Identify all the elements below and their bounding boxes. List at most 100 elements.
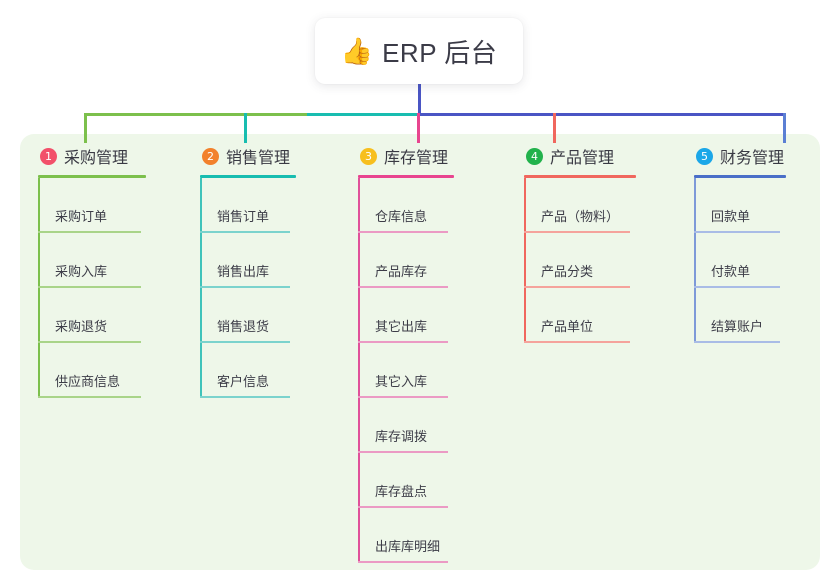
branch-item[interactable]: 仓库信息: [358, 178, 454, 233]
branch-item-label: 销售出库: [217, 264, 270, 279]
branch-item-label: 采购退货: [55, 319, 108, 334]
branch-header-5[interactable]: 5 财务管理: [694, 144, 786, 168]
branch-header-rule: [358, 175, 454, 178]
branch-item[interactable]: 付款单: [694, 233, 786, 288]
branch-title: 库存管理: [384, 150, 449, 167]
branch-item[interactable]: 结算账户: [694, 288, 786, 343]
branch-item-label: 付款单: [711, 264, 751, 279]
branch-spine: [200, 178, 202, 398]
branch-item-rule: [200, 341, 290, 343]
drop-connector-4: [553, 113, 556, 143]
branch-item-rule: [358, 341, 448, 343]
branch-item-rule: [200, 286, 290, 288]
branch-header-1[interactable]: 1 采购管理: [38, 144, 146, 168]
branch-item[interactable]: 销售退货: [200, 288, 296, 343]
bus-line-green: [84, 113, 309, 116]
branch-number-badge: 1: [40, 147, 57, 165]
branch-item[interactable]: 客户信息: [200, 343, 296, 398]
branch-item-rule: [524, 231, 630, 233]
branch-item[interactable]: 回款单: [694, 178, 786, 233]
branch-header-rule: [200, 175, 296, 178]
branch-item-label: 其它出库: [375, 319, 428, 334]
branch-item[interactable]: 销售订单: [200, 178, 296, 233]
branch-item-rule: [524, 286, 630, 288]
branch-items: 销售订单销售出库销售退货客户信息: [200, 178, 296, 398]
branch-items: 产品（物料） 产品分类产品单位: [524, 178, 636, 343]
branch-spine: [358, 178, 360, 563]
branch-number-badge: 3: [360, 147, 377, 165]
branch-item[interactable]: 库存调拨: [358, 398, 454, 453]
branch-item-label: 采购订单: [55, 209, 108, 224]
branch-item[interactable]: 出库库明细: [358, 508, 454, 563]
drop-connector-1: [84, 113, 87, 143]
branch-title: 财务管理: [720, 150, 785, 167]
branch-items: 仓库信息产品库存其它出库其它入库库存调拨库存盘点出库库明细: [358, 178, 454, 563]
branch-item-rule: [38, 341, 141, 343]
branch-header-4[interactable]: 4 产品管理: [524, 144, 636, 168]
branch-item-label: 销售退货: [217, 319, 270, 334]
branch-item-rule: [358, 286, 448, 288]
branch-number-badge: 4: [526, 147, 543, 165]
branch-item-rule: [694, 341, 780, 343]
branch-title: 销售管理: [226, 150, 291, 167]
branch-item-label: 产品库存: [375, 264, 428, 279]
branch-item-rule: [358, 451, 448, 453]
root-node[interactable]: 👍 ERP 后台: [315, 18, 523, 84]
branch-item-rule: [358, 506, 448, 508]
branch-item-label: 出库库明细: [375, 539, 441, 554]
branch-header-rule: [694, 175, 786, 178]
branch-column-5: 5 财务管理回款单付款单结算账户: [694, 144, 786, 343]
branch-item[interactable]: 采购退货: [38, 288, 146, 343]
branch-item-label: 供应商信息: [55, 374, 121, 389]
branch-item[interactable]: 采购入库: [38, 233, 146, 288]
branch-column-4: 4 产品管理产品（物料） 产品分类产品单位: [524, 144, 636, 343]
branch-item[interactable]: 产品库存: [358, 233, 454, 288]
branch-spine: [524, 178, 526, 343]
root-title: ERP 后台: [382, 37, 498, 68]
branch-item-label: 仓库信息: [375, 209, 428, 224]
branch-item-rule: [524, 341, 630, 343]
branch-item-rule: [38, 286, 141, 288]
branch-column-2: 2 销售管理销售订单销售出库销售退货客户信息: [200, 144, 296, 398]
branch-title: 产品管理: [550, 150, 615, 167]
drop-connector-5: [783, 113, 786, 143]
branch-title: 采购管理: [64, 150, 129, 167]
branch-item[interactable]: 产品单位: [524, 288, 636, 343]
branch-item-rule: [358, 396, 448, 398]
branch-item[interactable]: 其它入库: [358, 343, 454, 398]
branch-item-rule: [358, 561, 448, 563]
branch-items: 采购订单采购入库采购退货供应商信息: [38, 178, 146, 398]
branch-item-rule: [694, 286, 780, 288]
branch-item[interactable]: 产品分类: [524, 233, 636, 288]
branch-item-label: 产品（物料）: [541, 209, 620, 224]
branch-number-badge: 2: [202, 147, 219, 165]
branch-item-rule: [200, 396, 290, 398]
branch-item-rule: [200, 231, 290, 233]
branch-item[interactable]: 销售出库: [200, 233, 296, 288]
thumbs-up-icon: 👍: [340, 36, 374, 66]
branch-item-label: 库存调拨: [375, 429, 428, 444]
bus-line-blue: [417, 113, 786, 116]
branch-column-1: 1 采购管理采购订单采购入库采购退货供应商信息: [38, 144, 146, 398]
branch-item-label: 客户信息: [217, 374, 270, 389]
branch-header-rule: [38, 175, 146, 178]
branch-number-badge: 5: [696, 147, 713, 165]
branch-item-label: 产品单位: [541, 319, 594, 334]
branch-item-label: 销售订单: [217, 209, 270, 224]
branch-header-3[interactable]: 3 库存管理: [358, 144, 454, 168]
branch-item-label: 结算账户: [711, 319, 764, 334]
bus-line-teal: [307, 113, 419, 116]
branch-item[interactable]: 库存盘点: [358, 453, 454, 508]
branch-item[interactable]: 产品（物料）: [524, 178, 636, 233]
branch-item-label: 库存盘点: [375, 484, 428, 499]
branch-item-rule: [358, 231, 448, 233]
branch-item[interactable]: 其它出库: [358, 288, 454, 343]
branch-item-rule: [38, 231, 141, 233]
branches-panel: [20, 134, 820, 570]
drop-connector-2: [244, 113, 247, 143]
branch-item[interactable]: 供应商信息: [38, 343, 146, 398]
branch-header-2[interactable]: 2 销售管理: [200, 144, 296, 168]
branch-item[interactable]: 采购订单: [38, 178, 146, 233]
branch-spine: [38, 178, 40, 398]
